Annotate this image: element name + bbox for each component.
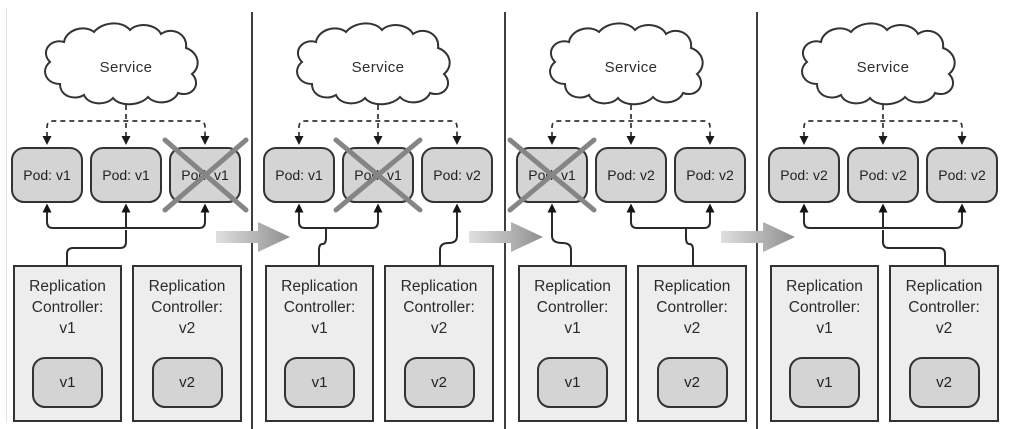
pod-template-box: v1 [32,357,103,408]
pod-template-box: v2 [908,357,980,408]
panel-divider [504,12,506,429]
replication-controller-v1: Replication Controller: v1 v1 [265,265,374,422]
pod: Pod: v2 [926,147,998,203]
rc-title-line: Replication [534,278,611,295]
pod-label: Pod: v1 [354,167,402,183]
pod-label: Pod: v2 [859,167,907,183]
pod-template-box: v1 [284,357,355,408]
pod: Pod: v1 [90,147,162,203]
rc-version: v1 [311,320,328,337]
stage-panel-1: Service Pod: v1 Pod: v1 Pod: v1 Replicat… [0,0,252,429]
rc-version: v1 [564,320,581,337]
service-routing-lines [546,104,716,146]
pod-template-label: v2 [936,374,952,391]
controller-pod-connectors [803,211,963,266]
pod-label: Pod: v2 [938,167,986,183]
service-routing-lines [293,104,463,146]
pod-label: Pod: v2 [433,167,481,183]
rc-title-line: Replication [29,278,106,295]
rc-title-line: Replication [653,278,731,295]
rc-title-line: Controller: [656,299,728,316]
pod-label: Pod: v1 [102,167,150,183]
service-label: Service [604,59,658,76]
pod-label: Pod: v2 [607,167,655,183]
stage-transition-arrow-icon [216,222,290,252]
service-label: Service [99,59,153,76]
rc-version: v1 [816,320,833,337]
pod-arrowheads [294,203,462,213]
pod-terminated: Pod: v1 [342,147,414,203]
rc-title-line: Replication [786,278,863,295]
pod: Pod: v2 [421,147,493,203]
pod-arrowheads [547,203,715,213]
pod: Pod: v2 [595,147,667,203]
panel-divider [251,12,253,429]
pod-arrowheads [42,203,210,213]
pod-template-label: v1 [816,374,833,391]
rc-title-line: Replication [905,278,983,295]
controller-pod-connectors [46,211,206,266]
stage-transition-arrow-icon [721,222,795,252]
replication-controller-v1: Replication Controller: v1 v1 [518,265,627,422]
rc-title-line: Replication [281,278,358,295]
replication-controller-v1: Replication Controller: v1 v1 [13,265,122,422]
pod-template-label: v1 [59,374,76,391]
pod-template-label: v1 [311,374,328,391]
rc-title-line: Controller: [788,299,861,316]
replication-controller-v1: Replication Controller: v1 v1 [770,265,879,422]
rc-title-line: Replication [148,278,226,295]
pod-label: Pod: v1 [181,167,229,183]
service-label: Service [351,59,405,76]
pod-label: Pod: v1 [275,167,323,183]
replication-controller-v2: Replication Controller: v2 v2 [132,265,242,422]
pod-terminated: Pod: v1 [169,147,241,203]
pod: Pod: v2 [847,147,919,203]
pod-label: Pod: v2 [686,167,734,183]
controller-pod-connectors [298,211,458,266]
pod-template-label: v2 [179,374,195,391]
pod-terminated: Pod: v1 [516,147,588,203]
rc-title-line: Controller: [536,299,609,316]
pod: Pod: v2 [768,147,840,203]
rc-version: v2 [430,320,448,337]
replication-controller-v2: Replication Controller: v2 v2 [384,265,494,422]
pod-template-box: v2 [151,357,223,408]
replication-controller-v2: Replication Controller: v2 v2 [889,265,999,422]
pod-label: Pod: v2 [780,167,828,183]
replication-controller-v2: Replication Controller: v2 v2 [637,265,747,422]
rc-title-line: Controller: [283,299,356,316]
rc-version: v2 [178,320,196,337]
stage-panel-2: Service Pod: v1 Pod: v1 Pod: v2 Replicat… [252,0,504,429]
stage-panel-4: Service Pod: v2 Pod: v2 Pod: v2 Replicat… [757,0,1009,429]
panel-divider [756,12,758,429]
pod-label: Pod: v1 [528,167,576,183]
pod: Pod: v1 [11,147,83,203]
rc-title-line: Controller: [151,299,223,316]
service-routing-lines [41,104,211,146]
rc-title-line: Replication [400,278,478,295]
pod-label: Pod: v1 [23,167,71,183]
pod: Pod: v2 [674,147,746,203]
rc-version: v1 [59,320,76,337]
stage-transition-arrow-icon [469,222,543,252]
rc-title-line: Controller: [31,299,104,316]
pod: Pod: v1 [263,147,335,203]
pod-template-label: v2 [431,374,447,391]
rc-title-line: Controller: [403,299,475,316]
pod-template-label: v2 [684,374,700,391]
pod-template-box: v1 [537,357,608,408]
pod-template-box: v2 [403,357,475,408]
service-label: Service [856,59,910,76]
pod-template-label: v1 [564,374,581,391]
pod-template-box: v1 [789,357,860,408]
rc-title-line: Controller: [908,299,980,316]
rc-version: v2 [935,320,953,337]
controller-pod-connectors [551,211,711,266]
service-routing-lines [798,104,968,146]
pod-template-box: v2 [656,357,728,408]
stage-panel-3: Service Pod: v1 Pod: v2 Pod: v2 Replicat… [505,0,757,429]
left-edge-line [6,8,7,423]
rc-version: v2 [683,320,701,337]
pod-arrowheads [799,203,967,213]
